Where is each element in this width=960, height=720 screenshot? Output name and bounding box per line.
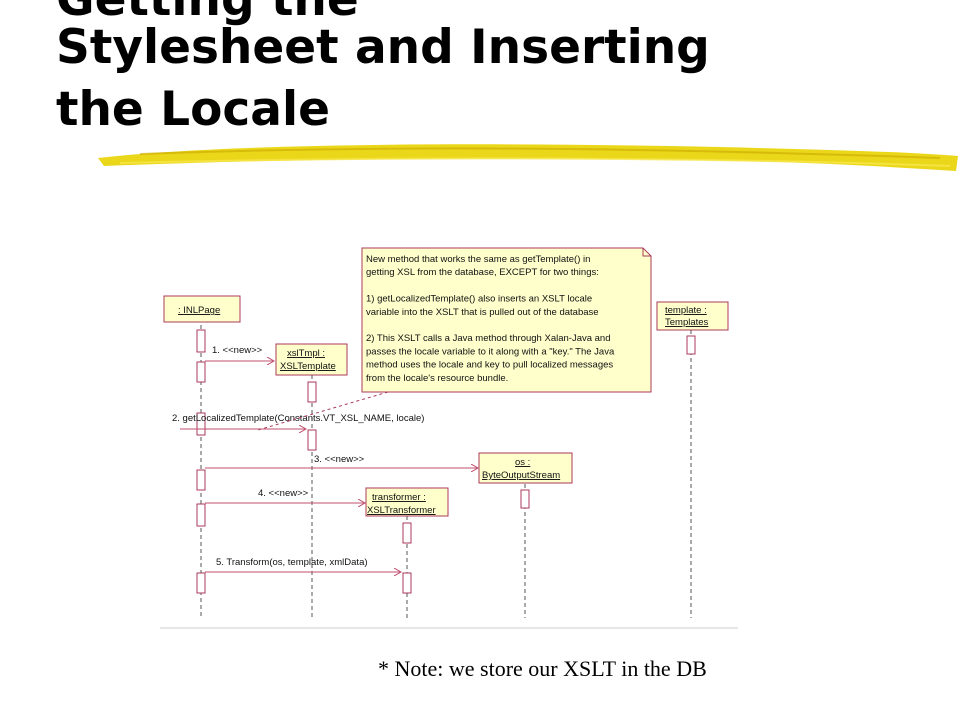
activation-inlpage-3 — [196, 412, 206, 436]
note-line: 2) This XSLT calls a Java method through… — [366, 333, 611, 344]
object-box-template — [656, 301, 729, 331]
note-text: New method that works the same as getTem… — [366, 254, 615, 384]
note-line: New method that works the same as getTem… — [366, 254, 590, 265]
note-line: method uses the locale and key to pull l… — [366, 360, 613, 371]
activation-xsltmpl-1 — [307, 381, 317, 403]
object-box-inlpage — [163, 295, 241, 323]
note-line: passes the locale variable to it along w… — [366, 346, 615, 357]
slide-title-line-1: Getting the — [56, 0, 359, 26]
object-label-transformer-line1: transformer : — [372, 492, 426, 503]
activation-xsltmpl-2 — [307, 429, 317, 451]
object-label-os-line1: os : — [515, 457, 530, 468]
note-line: getting XSL from the database, EXCEPT fo… — [366, 267, 599, 278]
note-line: 1) getLocalizedTemplate() also inserts a… — [366, 294, 592, 305]
activation-transformer-2 — [402, 572, 412, 594]
object-label-transformer-line2: XSLTransformer — [367, 505, 436, 516]
slide-title-line-2: Stylesheet and Inserting — [56, 20, 710, 75]
activation-inlpage-5 — [196, 503, 206, 527]
sequence-diagram: : INLPage xslTmpl : XSLTemplate template… — [160, 247, 738, 629]
object-label-template-line1: template : — [665, 305, 707, 316]
object-box-os — [478, 452, 573, 484]
object-box-xsltmpl — [275, 343, 348, 376]
activation-inlpage-1 — [196, 329, 206, 353]
note-box — [361, 247, 652, 393]
yellow-brush-stroke — [98, 144, 958, 171]
message-label-5: 5. Transform(os, template, xmlData) — [216, 557, 368, 568]
activation-inlpage-6 — [196, 572, 206, 594]
object-label-xsltmpl-line2: XSLTemplate — [280, 361, 336, 372]
message-label-1: 1. <<new>> — [212, 345, 263, 356]
message-label-3: 3. <<new>> — [314, 454, 365, 465]
footnote: * Note: we store our XSLT in the DB — [378, 656, 707, 681]
object-label-os-line2: ByteOutputStream — [482, 470, 560, 481]
message-label-2: 2. getLocalizedTemplate(Constants.VT_XSL… — [172, 413, 424, 424]
activation-transformer-1 — [402, 522, 412, 544]
note-anchor-line — [257, 391, 389, 431]
slide-title-line-3: the Locale — [56, 82, 330, 137]
activation-os — [520, 489, 530, 509]
activation-inlpage-4 — [196, 469, 206, 491]
object-box-transformer — [365, 487, 449, 517]
object-label-template-line2: Templates — [665, 317, 709, 328]
note-line: variable into the XSLT that is pulled ou… — [366, 307, 599, 318]
note-line: from the locale's resource bundle. — [366, 373, 508, 384]
object-label-inlpage: : INLPage — [178, 305, 220, 316]
object-label-xsltmpl-line1: xslTmpl : — [287, 348, 325, 359]
activation-template — [686, 335, 696, 355]
activation-inlpage-2 — [196, 361, 206, 383]
message-label-4: 4. <<new>> — [258, 488, 309, 499]
